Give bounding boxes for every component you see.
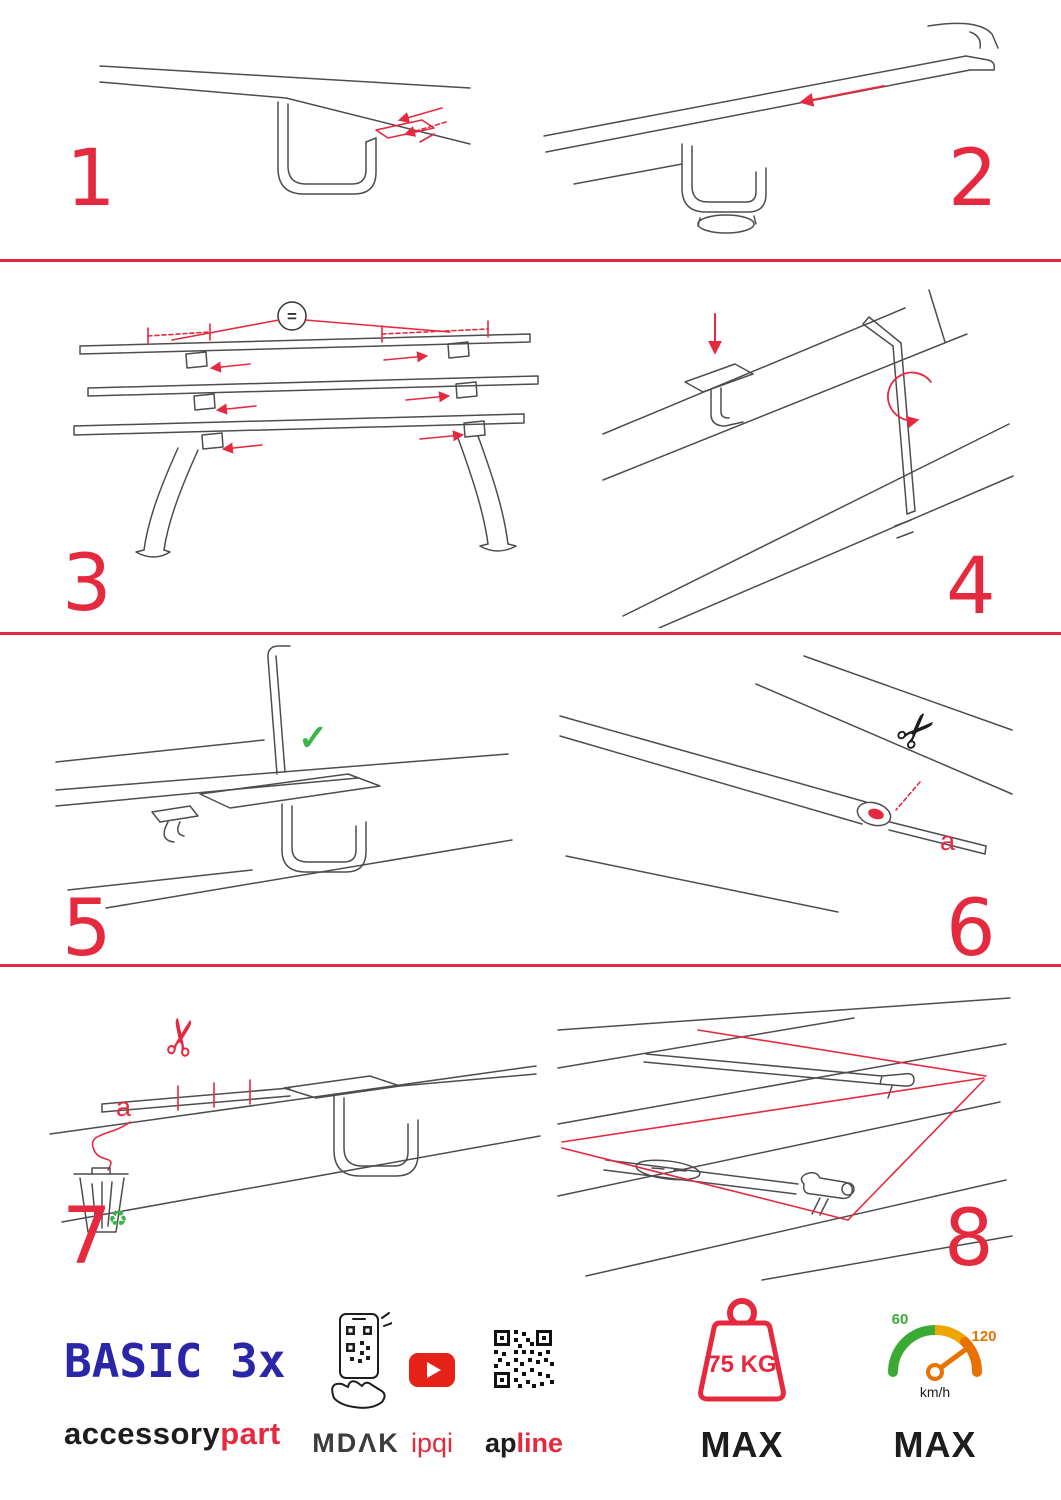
- step1-number: 1: [66, 134, 116, 224]
- apline-black-part: ap: [484, 1428, 517, 1458]
- cut-label-a: a: [116, 1092, 132, 1122]
- section-divider-2: [0, 632, 1061, 635]
- step8-illustration: [557, 997, 1013, 1281]
- section-divider-1: [0, 259, 1061, 262]
- step3-panel: =: [50, 282, 560, 582]
- trash-can-icon: [73, 1167, 129, 1233]
- rack-assembly-drawing: [73, 301, 539, 558]
- phone-qr-icon: [331, 1312, 392, 1409]
- scissors-icon: ✂: [885, 699, 951, 765]
- slide-direction-arrow: [799, 85, 885, 107]
- step8-number: 8: [944, 1194, 994, 1284]
- insert-plate-annotation: [375, 107, 447, 143]
- bar-end-drawing: [559, 655, 1013, 913]
- clamp-rod-drawing: [55, 645, 513, 909]
- strip-trim-drawing: [49, 1065, 541, 1223]
- step2-panel: [530, 12, 1010, 247]
- step1-panel: [90, 22, 480, 247]
- weight-limit-icon: 75 KG: [698, 1298, 786, 1402]
- apline-red-part: line: [516, 1428, 564, 1458]
- product-name: BASIC 3x: [64, 1334, 286, 1388]
- step4-panel: [595, 280, 1015, 628]
- roof-overview-drawing: [557, 997, 1013, 1281]
- step7-number: 7: [62, 1192, 112, 1282]
- speed-high-label: 120: [971, 1328, 996, 1345]
- section-divider-3: [0, 964, 1061, 967]
- cut-annotation: [895, 781, 921, 811]
- cut-label-a: a: [940, 826, 956, 856]
- brand-black-part: accessory: [64, 1416, 221, 1451]
- speed-max-label: MAX: [893, 1424, 977, 1465]
- step8-panel: [548, 982, 1016, 1282]
- roof-rail-drawing: [99, 65, 471, 195]
- step2-number: 2: [948, 134, 998, 224]
- step5-illustration: ✓: [55, 645, 513, 909]
- cut-marks: [91, 1079, 251, 1171]
- weight-max-label: MAX: [700, 1424, 784, 1465]
- youtube-icon: [409, 1353, 455, 1387]
- step3-illustration: =: [73, 301, 539, 558]
- equal-spacing-symbol: =: [287, 307, 297, 326]
- step1-illustration: [99, 65, 471, 195]
- ipqi-logo: ipqi: [410, 1428, 454, 1458]
- brand-red-part: part: [220, 1416, 281, 1451]
- speed-unit: km/h: [920, 1384, 950, 1400]
- qr-code-icon: [494, 1330, 554, 1388]
- step5-number: 5: [62, 884, 112, 974]
- step6-panel: ✂ a: [548, 642, 1014, 922]
- spacing-annotations: [147, 319, 489, 454]
- speedometer-icon: 60 120 km/h: [888, 1311, 997, 1400]
- step2-illustration: [543, 22, 999, 234]
- step7-panel: ✂ a: [28, 982, 548, 1250]
- brand-logo: accessorypart: [64, 1416, 281, 1452]
- speed-low-label: 60: [892, 1311, 909, 1328]
- step5-panel: ✓: [48, 642, 518, 922]
- step4-illustration: [602, 289, 1014, 628]
- bar-slide-drawing: [543, 22, 999, 234]
- step4-number: 4: [946, 542, 996, 632]
- check-icon: ✓: [298, 717, 328, 758]
- recycle-icon: ♻: [108, 1206, 128, 1231]
- alignment-lines: [561, 1029, 987, 1221]
- scissors-icon: ✂: [151, 1012, 213, 1063]
- rubber-strip-cross-section: [868, 808, 884, 820]
- weight-value: 75 KG: [707, 1351, 776, 1378]
- step7-illustration: ✂ a: [49, 1012, 541, 1233]
- step3-number: 3: [62, 539, 112, 629]
- mdak-logo: MDΛK: [312, 1428, 400, 1458]
- apline-logo: apline: [478, 1428, 570, 1459]
- step6-number: 6: [946, 884, 996, 974]
- step6-illustration: ✂ a: [559, 655, 1013, 913]
- tighten-annotations: [708, 313, 932, 429]
